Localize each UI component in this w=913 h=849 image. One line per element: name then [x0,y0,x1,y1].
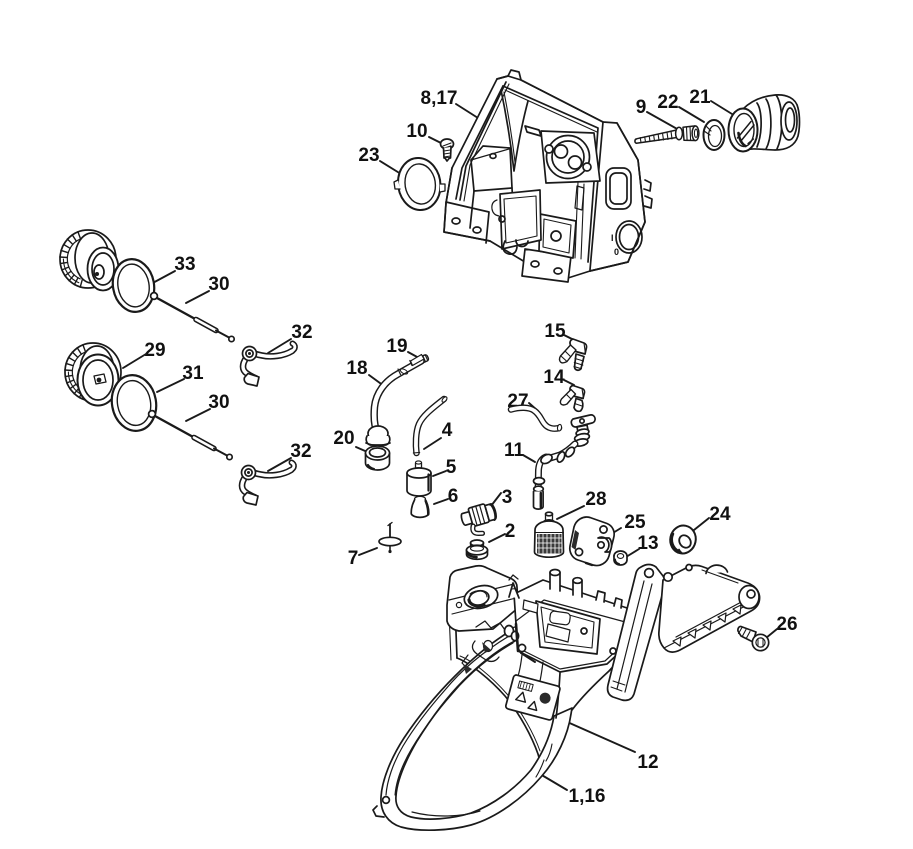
svg-text:14: 14 [543,367,565,388]
svg-text:13: 13 [637,533,658,554]
svg-text:18: 18 [346,358,367,379]
svg-text:29: 29 [144,340,165,361]
svg-text:21: 21 [689,87,711,108]
svg-text:23: 23 [358,145,379,166]
svg-text:24: 24 [709,504,731,525]
svg-text:25: 25 [624,512,646,533]
svg-text:8,17: 8,17 [421,88,458,109]
svg-text:32: 32 [290,441,311,462]
svg-text:3: 3 [502,487,513,508]
svg-text:28: 28 [585,489,606,510]
svg-text:4: 4 [442,420,453,441]
svg-text:30: 30 [208,274,229,295]
svg-text:22: 22 [657,92,678,113]
svg-text:7: 7 [348,548,359,569]
svg-text:0: 0 [614,247,619,257]
svg-text:12: 12 [637,752,658,773]
svg-text:32: 32 [291,322,312,343]
svg-text:11: 11 [504,440,525,461]
svg-text:31: 31 [182,363,204,384]
svg-text:1,16: 1,16 [569,786,606,807]
svg-text:2: 2 [505,521,516,542]
svg-text:10: 10 [406,121,427,142]
svg-text:9: 9 [636,97,647,118]
svg-text:6: 6 [448,486,459,507]
svg-text:26: 26 [776,614,797,635]
svg-text:19: 19 [386,336,407,357]
svg-text:20: 20 [333,428,354,449]
svg-text:30: 30 [208,392,229,413]
svg-text:15: 15 [544,321,566,342]
svg-text:I: I [611,233,614,243]
svg-text:5: 5 [446,457,457,478]
svg-text:33: 33 [174,254,195,275]
